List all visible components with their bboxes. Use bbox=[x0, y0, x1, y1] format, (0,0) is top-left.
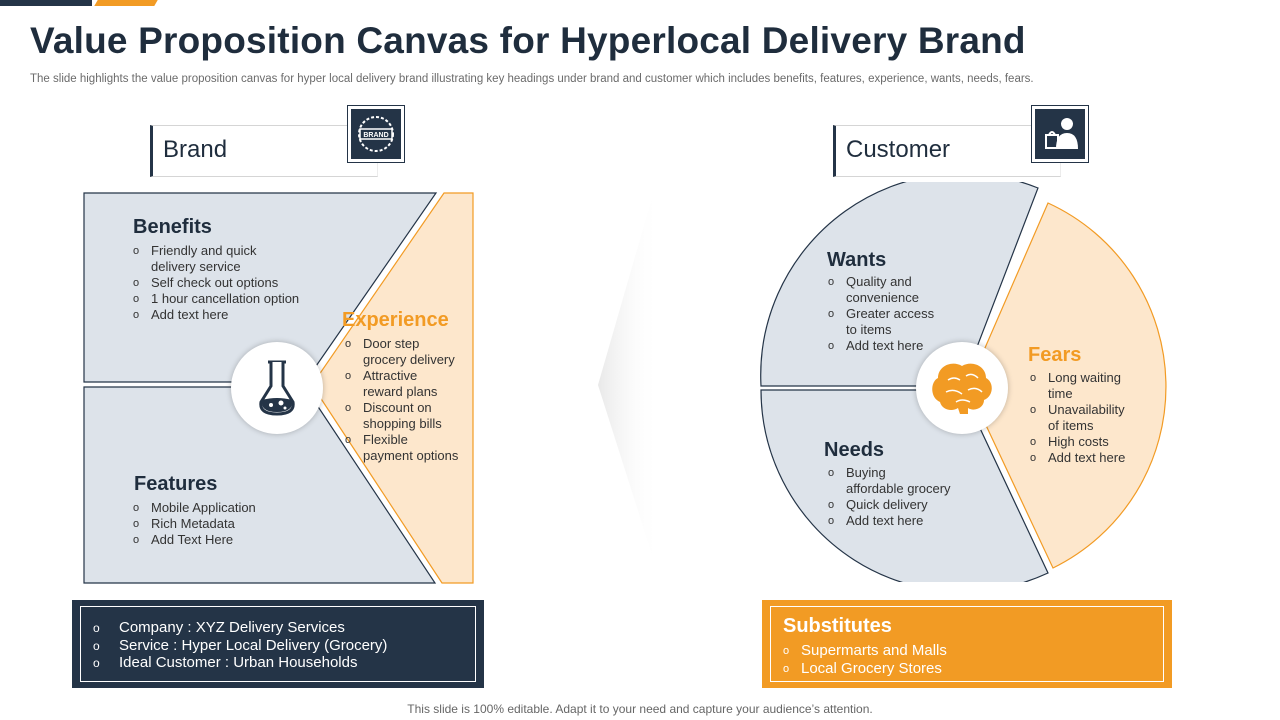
benefits-item: Add text here bbox=[133, 307, 299, 323]
fears-item: Add text here bbox=[1030, 450, 1125, 466]
needs-item: Buying bbox=[828, 465, 951, 481]
needs-item: Add text here bbox=[828, 513, 951, 529]
experience-item: shopping bills bbox=[363, 416, 442, 431]
brain-icon-circle bbox=[916, 342, 1008, 434]
substitutes-frame: Substitutes Supermarts and Malls Local G… bbox=[770, 606, 1164, 682]
substitutes-item: Supermarts and Malls bbox=[783, 642, 947, 660]
page-subtitle: The slide highlights the value propositi… bbox=[30, 73, 1034, 85]
wants-item: Add text here bbox=[828, 338, 934, 354]
experience-panel bbox=[311, 192, 474, 584]
features-item: Add Text Here bbox=[133, 532, 256, 548]
brand-info-list: Company : XYZ Delivery Services Service … bbox=[93, 619, 387, 672]
top-accent-stripe bbox=[94, 0, 158, 6]
flask-icon bbox=[259, 360, 295, 416]
wants-item: convenience bbox=[846, 290, 919, 305]
experience-item: Door step bbox=[345, 336, 458, 352]
substitutes-item: Local Grocery Stores bbox=[783, 660, 947, 678]
wants-item: Greater access bbox=[828, 306, 934, 322]
experience-item: grocery delivery bbox=[363, 352, 455, 367]
features-list: Mobile Application Rich Metadata Add Tex… bbox=[133, 500, 256, 548]
footer-note: This slide is 100% editable. Adapt it to… bbox=[407, 702, 873, 716]
wants-title: Wants bbox=[827, 249, 887, 271]
experience-item: Flexible bbox=[345, 432, 458, 448]
center-divider bbox=[598, 170, 660, 580]
features-title: Features bbox=[134, 473, 218, 495]
fears-item: High costs bbox=[1030, 434, 1125, 450]
benefits-item: delivery service bbox=[151, 259, 241, 274]
flask-icon-circle bbox=[231, 342, 323, 434]
brain-icon bbox=[932, 363, 992, 414]
experience-item: payment options bbox=[363, 448, 459, 463]
brand-info-item: Company : XYZ Delivery Services bbox=[93, 619, 387, 637]
needs-item: affordable grocery bbox=[846, 481, 951, 496]
brand-header-label: Brand bbox=[163, 136, 228, 163]
brand-badge-icon: BRAND bbox=[347, 105, 405, 163]
brand-info-frame: Company : XYZ Delivery Services Service … bbox=[80, 606, 476, 682]
needs-segment bbox=[760, 389, 1049, 582]
substitutes-box: Substitutes Supermarts and Malls Local G… bbox=[762, 600, 1172, 688]
experience-title: Experience bbox=[342, 309, 449, 331]
fears-item: of items bbox=[1048, 418, 1094, 433]
fears-item: time bbox=[1048, 386, 1073, 401]
benefits-item: Friendly and quick bbox=[133, 243, 299, 259]
fears-list: Long waiting time Unavailability of item… bbox=[1030, 370, 1125, 466]
needs-list: Buying affordable grocery Quick delivery… bbox=[828, 465, 951, 529]
customer-header-label: Customer bbox=[846, 136, 951, 163]
svg-text:BRAND: BRAND bbox=[363, 132, 388, 139]
experience-item: Attractive bbox=[345, 368, 458, 384]
wants-item: Quality and bbox=[828, 274, 934, 290]
benefits-title: Benefits bbox=[133, 216, 212, 238]
top-accent-bar bbox=[0, 0, 92, 6]
brand-info-item: Service : Hyper Local Delivery (Grocery) bbox=[93, 637, 387, 655]
wants-list: Quality and convenience Greater access t… bbox=[828, 274, 934, 354]
experience-list: Door step grocery delivery Attractive re… bbox=[345, 336, 458, 464]
substitutes-title: Substitutes bbox=[783, 615, 892, 637]
benefits-list: Friendly and quick delivery service Self… bbox=[133, 243, 299, 323]
features-item: Rich Metadata bbox=[133, 516, 256, 532]
page-title: Value Proposition Canvas for Hyperlocal … bbox=[30, 20, 1026, 61]
features-item: Mobile Application bbox=[133, 500, 256, 516]
benefits-item: 1 hour cancellation option bbox=[133, 291, 299, 307]
substitutes-list: Supermarts and Malls Local Grocery Store… bbox=[783, 642, 947, 678]
needs-item: Quick delivery bbox=[828, 497, 951, 513]
customer-header: Customer bbox=[833, 125, 1061, 177]
experience-item: reward plans bbox=[363, 384, 438, 399]
brand-info-item: Ideal Customer : Urban Households bbox=[93, 654, 387, 672]
needs-title: Needs bbox=[824, 439, 885, 461]
benefits-item: Self check out options bbox=[133, 275, 299, 291]
brand-info-box: Company : XYZ Delivery Services Service … bbox=[72, 600, 484, 688]
wants-item: to items bbox=[846, 322, 892, 337]
brand-header: Brand bbox=[150, 125, 378, 177]
fears-item: Long waiting bbox=[1030, 370, 1125, 386]
customer-shopping-icon bbox=[1031, 105, 1089, 163]
fears-title: Fears bbox=[1028, 344, 1082, 366]
fears-item: Unavailability bbox=[1030, 402, 1125, 418]
experience-item: Discount on bbox=[345, 400, 458, 416]
